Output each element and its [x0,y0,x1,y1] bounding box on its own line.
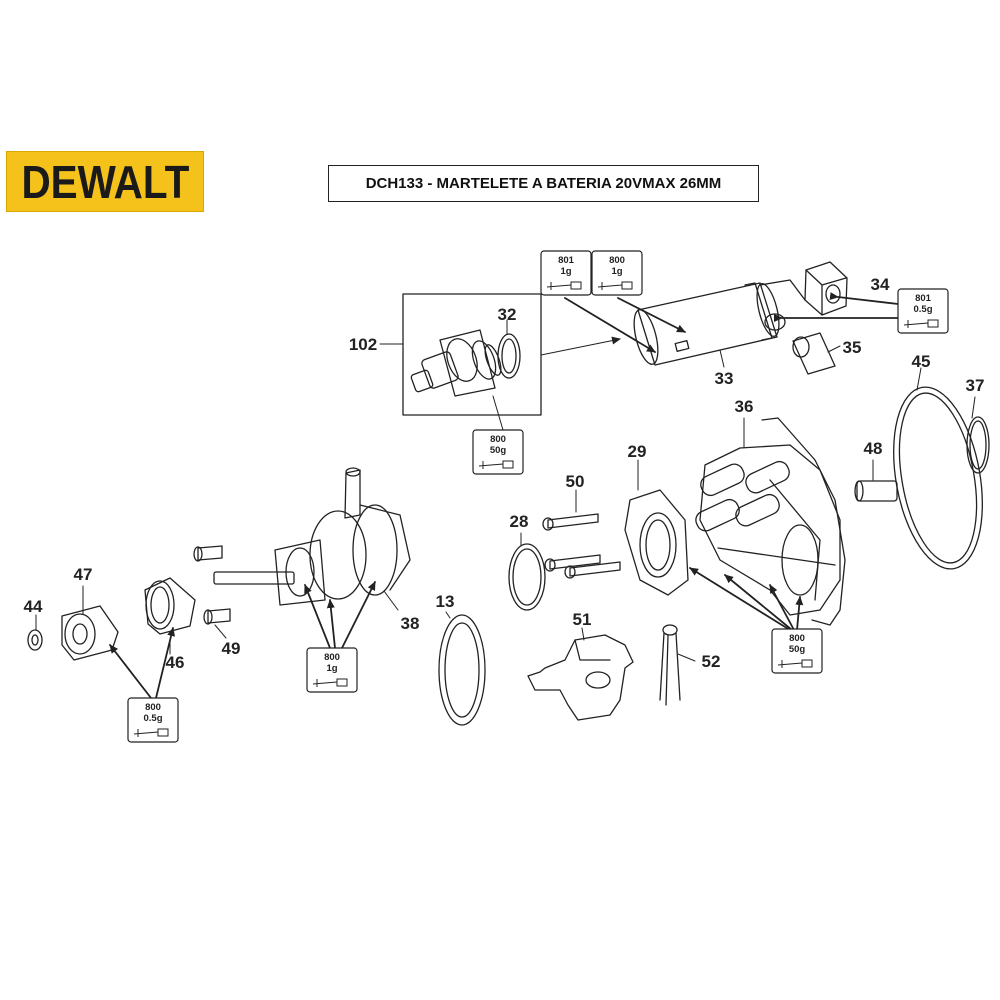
grease-gun-icon [478,460,514,469]
part-number-label: 46 [166,653,185,672]
part-51-bracket [527,634,634,721]
part-33-cylinder [633,279,806,366]
part-number-label: 102 [349,335,377,354]
part-number-label: 48 [864,439,883,458]
callout-qty: 1g [560,266,571,277]
part-number-label: 28 [510,512,529,531]
grease-gun-icon [312,678,348,687]
part-number-label: 29 [628,442,647,461]
part-37-ring [966,416,990,474]
part-number-label: 34 [871,275,890,294]
part-44-washer [27,629,43,651]
part-number-label: 33 [715,369,734,388]
part-number-label: 50 [566,472,585,491]
part-50-screws [542,513,621,579]
part-28-ring [508,543,546,611]
callout-code: 801 [558,255,575,266]
part-46-sleeve [144,577,196,635]
grease-gun-icon [903,319,939,328]
callout-code: 800 [490,434,506,445]
part-number-label: 36 [735,397,754,416]
grease-gun-icon [546,281,582,290]
callout-code: 801 [915,293,932,304]
callout-code: 800 [609,255,625,266]
part-45-gasket [893,386,983,570]
part-number-label: 52 [702,652,721,671]
part-29-flange [624,489,689,596]
callout-qty: 0.5g [913,304,932,315]
part-number-label: 49 [222,639,241,658]
part-34-block [804,261,848,316]
part-number-label: 47 [74,565,93,584]
brand-logo-text: DEWALT [21,155,189,208]
part-102-chuck [410,329,502,397]
part-47-gear [61,605,119,661]
part-number-label: 32 [498,305,517,324]
page-title: DCH133 - MARTELETE A BATERIA 20VMAX 26MM [328,165,759,202]
grease-gun-icon [597,281,633,290]
part-number-label: 51 [573,610,592,629]
callout-qty: 1g [326,663,337,674]
brand-logo: DEWALT [6,151,204,212]
callout-code: 800 [145,702,161,713]
callout-qty: 50g [490,445,507,456]
part-32-ring [497,333,521,379]
part-52-clip [659,624,681,706]
grease-gun-icon [777,659,813,668]
part-38-gear-assembly [213,467,411,606]
part-49-pins [193,545,231,625]
part-36-housing [695,417,846,626]
part-number-label: 35 [843,338,862,357]
part-number-label: 13 [436,592,455,611]
callout-qty: 1g [611,266,622,277]
callout-qty: 50g [789,644,806,655]
part-35-pin [792,332,836,375]
part-13-washer [438,614,486,726]
callout-code: 800 [324,652,340,663]
part-48-pin [854,480,898,502]
grease-gun-icon [133,728,169,737]
callout-qty: 0.5g [143,713,162,724]
part-number-label: 45 [912,352,931,371]
callout-code: 800 [789,633,805,644]
part-number-label: 37 [966,376,985,395]
part-number-label: 38 [401,614,420,633]
part-number-label: 44 [24,597,43,616]
